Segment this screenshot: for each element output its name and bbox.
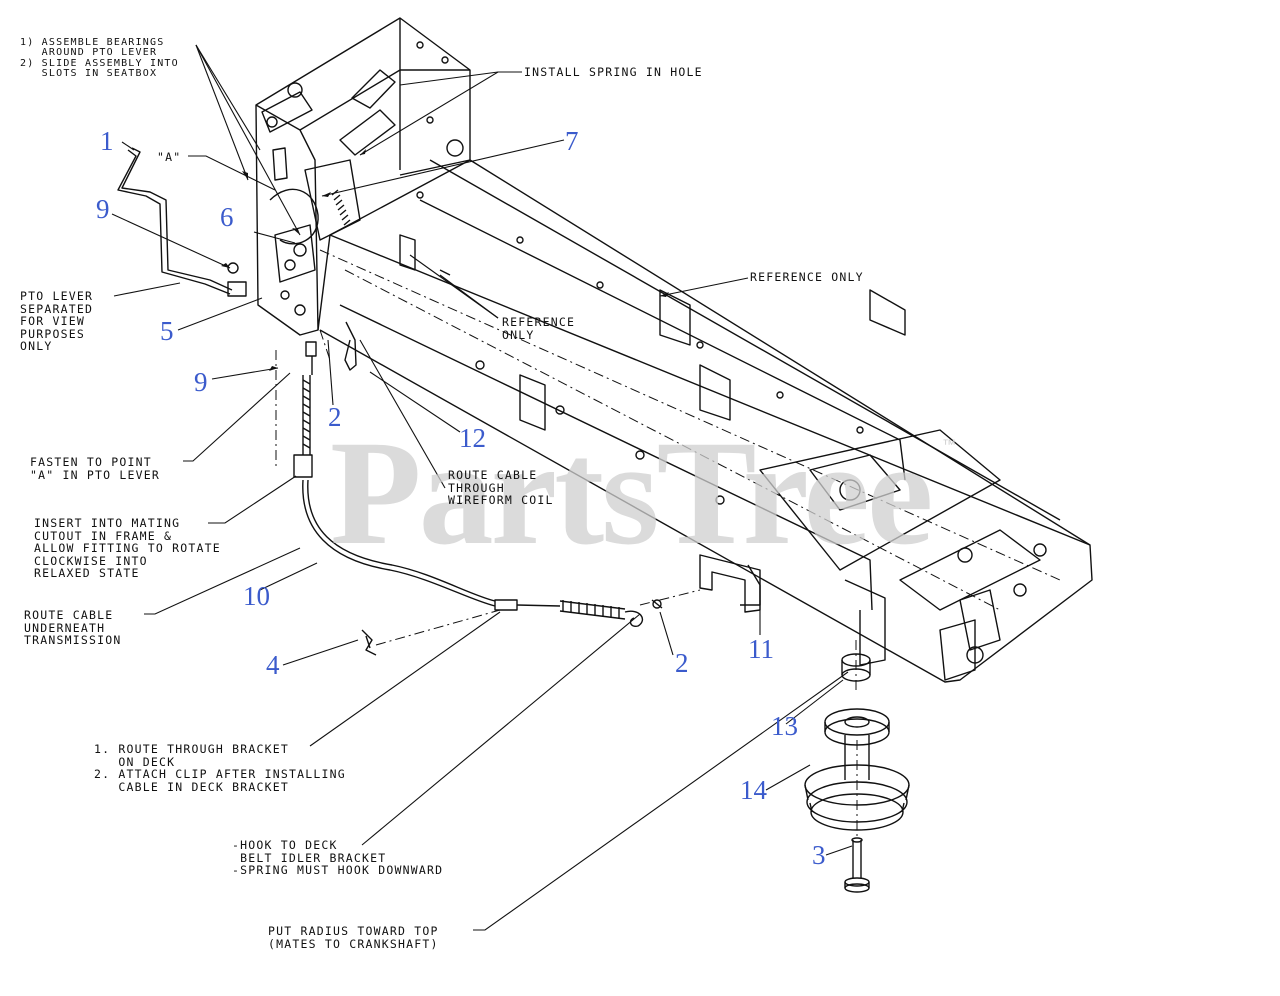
callout-4: 4 (266, 650, 280, 680)
clip-4 (361, 629, 377, 656)
note-reference-only-frame: REFERENCE ONLY (750, 270, 864, 284)
note-route-bracket: 1. ROUTE THROUGH BRACKET ON DECK 2. ATTA… (94, 742, 346, 794)
note-assemble-bearings: 1) ASSEMBLE BEARINGS AROUND PTO LEVER 2)… (20, 37, 179, 80)
callout-12: 12 (459, 423, 486, 453)
note-fasten-point-a: FASTEN TO POINT "A" IN PTO LEVER (30, 455, 160, 482)
leader-lines (111, 44, 853, 931)
wireform-12 (344, 321, 357, 371)
note-hook-to-deck: -HOOK TO DECK BELT IDLER BRACKET -SPRING… (232, 838, 444, 878)
note-route-wireform: ROUTE CABLE THROUGH WIREFORM COIL (448, 468, 554, 508)
bracket-11 (740, 564, 761, 606)
callout-10: 10 (243, 581, 270, 611)
frame-rails (319, 159, 1093, 683)
note-insert-mating-cutout: INSERT INTO MATING CUTOUT IN FRAME & ALL… (34, 516, 221, 581)
callout-7: 7 (565, 126, 579, 156)
note-reference-only-switch: REFERENCE ONLY (502, 315, 576, 342)
spring-7 (331, 189, 351, 226)
leader-arrowheads (221, 149, 669, 371)
callout-9-lower: 9 (194, 367, 208, 397)
watermark: PartsTree (330, 410, 933, 576)
note-pto-lever: PTO LEVER SEPARATED FOR VIEW PURPOSES ON… (20, 289, 94, 354)
pto-lever (117, 147, 247, 297)
callout-9-upper: 9 (96, 194, 110, 224)
callout-11: 11 (748, 634, 774, 664)
callout-13: 13 (771, 711, 798, 741)
note-point-a: "A" (157, 150, 182, 164)
callout-6: 6 (220, 202, 234, 232)
callout-2-upper: 2 (328, 402, 342, 432)
callout-2-lower: 2 (675, 648, 689, 678)
note-radius-top: PUT RADIUS TOWARD TOP (MATES TO CRANKSHA… (268, 924, 439, 951)
callout-5: 5 (160, 316, 174, 346)
callout-3: 3 (812, 840, 826, 870)
seat-box (255, 17, 471, 336)
callout-1: 1 (100, 126, 114, 156)
pto-cable (293, 341, 643, 628)
note-install-spring: INSTALL SPRING IN HOLE (524, 65, 703, 79)
watermark-trademark: ™ (942, 436, 956, 452)
note-route-underneath: ROUTE CABLE UNDERNEATH TRANSMISSION (24, 608, 122, 648)
callout-14: 14 (740, 775, 767, 805)
